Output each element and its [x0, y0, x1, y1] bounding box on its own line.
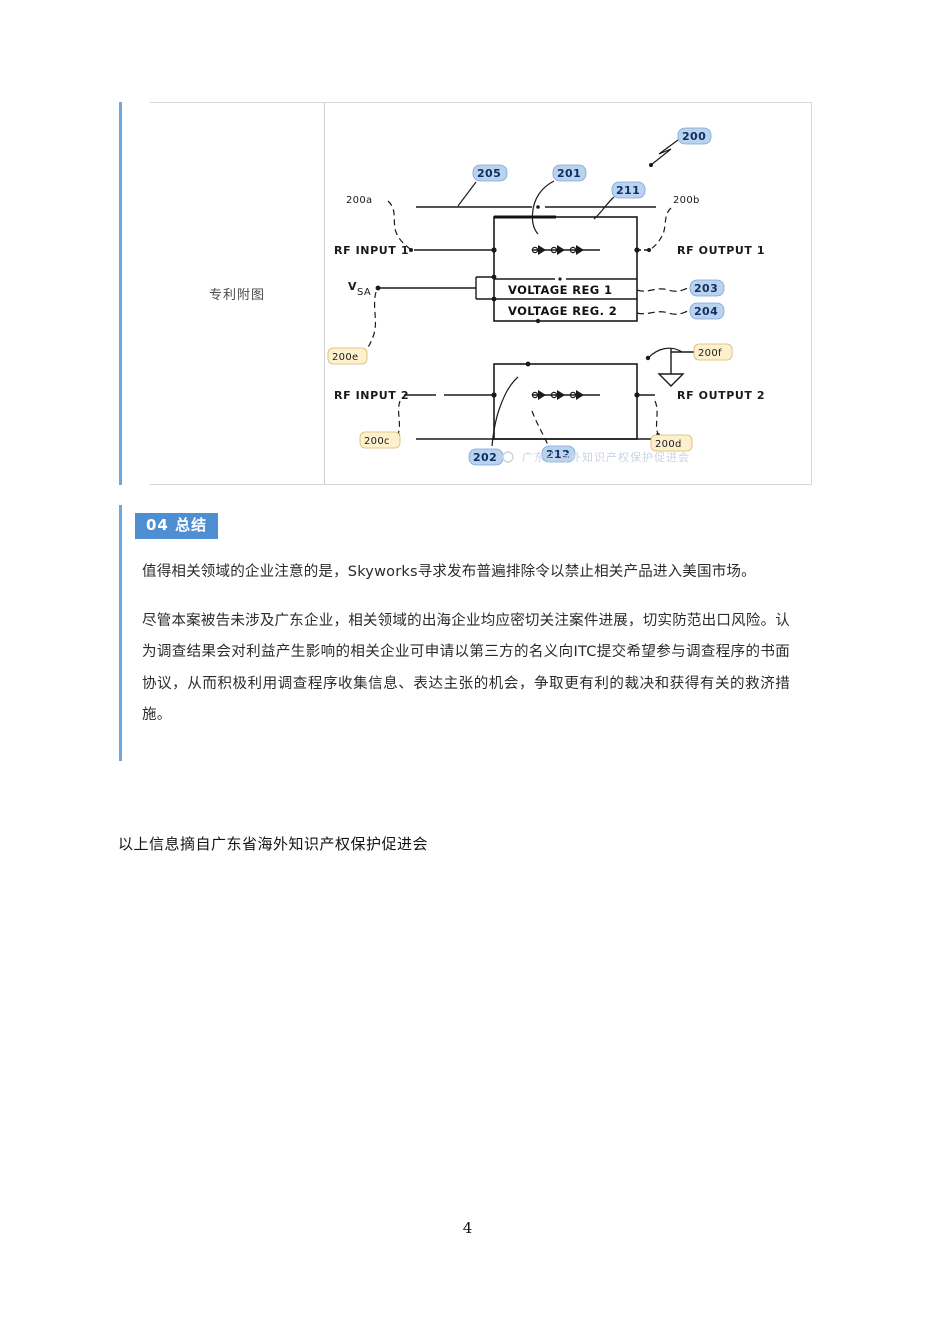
voltage-reg-2-label: VOLTAGE REG. 2 [508, 304, 617, 318]
vsa-label: V [348, 280, 357, 293]
ref-200d-text: 200d [655, 439, 682, 450]
patent-drawing-area: 200 200a 205 201 [326, 102, 812, 485]
figure-caption-cell: 专利附图 [150, 102, 325, 485]
ref-205-callout: 205 [457, 164, 508, 207]
ref-200-text: 200 [682, 130, 706, 143]
ref-200a-text: 200a [346, 195, 372, 206]
ref-200-callout: 200 [649, 127, 712, 167]
ref-201-text: 201 [557, 167, 581, 180]
lower-block-signal-chain [531, 390, 600, 400]
source-attribution-note: 以上信息摘自广东省海外知识产权保护促进会 [118, 835, 429, 853]
ref-201-callout: 201 [531, 164, 587, 235]
patent-schematic-svg: 200 200a 205 201 [327, 127, 765, 466]
ref-204-text: 204 [694, 305, 718, 318]
ref-211-text: 211 [616, 184, 640, 197]
ref-205-text: 205 [477, 167, 501, 180]
summary-section: 04 总结 值得相关领域的企业注意的是，Skyworks寻求发布普遍排除令以禁止… [119, 505, 812, 761]
rf-output-2-label: RF OUTPUT 2 [677, 389, 765, 402]
ref-211-callout: 211 [593, 181, 646, 220]
figure-caption-label: 专利附图 [208, 288, 265, 303]
ref-212-text: 212 [546, 448, 570, 461]
vsa-subscript: SA [357, 287, 371, 298]
lower-amplifier-block [493, 363, 638, 440]
rf-output-1-label: RF OUTPUT 1 [677, 244, 765, 257]
ref-202-text: 202 [473, 451, 497, 464]
ref-200b-leader [649, 207, 672, 251]
figure-watermark: 广东省海外知识产权保护促进会 [502, 450, 690, 464]
summary-heading-badge: 04 总结 [135, 513, 219, 539]
upper-block-signal-chain [531, 245, 600, 255]
ref-212-callout: 212 [531, 410, 576, 463]
ref-200a-leader [387, 200, 411, 250]
ref-200e-text: 200e [332, 352, 358, 363]
vsa-supply-node: V SA [348, 274, 497, 302]
voltage-reg-1-label: VOLTAGE REG 1 [508, 283, 612, 297]
page-number: 4 [462, 1219, 473, 1237]
ref-200c-leader [397, 400, 401, 435]
ref-200b-text: 200b [673, 195, 700, 206]
ref-200f-text: 200f [698, 348, 722, 359]
rf-input-2-label: RF INPUT 2 [334, 389, 409, 402]
ref-200c-text: 200c [364, 436, 390, 447]
summary-paragraph-1: 值得相关领域的企业注意的是，Skyworks寻求发布普遍排除令以禁止相关产品进入… [142, 564, 756, 580]
ref-203-callout: 203 [636, 279, 725, 297]
ref-200e-leader [363, 291, 377, 354]
summary-paragraph-2: 尽管本案被告未涉及广东企业，相关领域的出海企业均应密切关注案件进展，切实防范出口… [142, 613, 790, 723]
ref-200d-leader [654, 400, 659, 435]
ref-200f-ground: 200f [645, 343, 733, 387]
figure-watermark-text: 广东省海外知识产权保护促进会 [522, 450, 690, 464]
ref-203-text: 203 [694, 282, 718, 295]
upper-amplifier-block [493, 216, 638, 322]
figure-card-frame [150, 102, 812, 485]
rf-input-1-label: RF INPUT 1 [334, 244, 409, 257]
ref-204-callout: 204 [636, 302, 725, 320]
patent-figure-card: 专利附图 200 200a 205 [119, 102, 812, 485]
